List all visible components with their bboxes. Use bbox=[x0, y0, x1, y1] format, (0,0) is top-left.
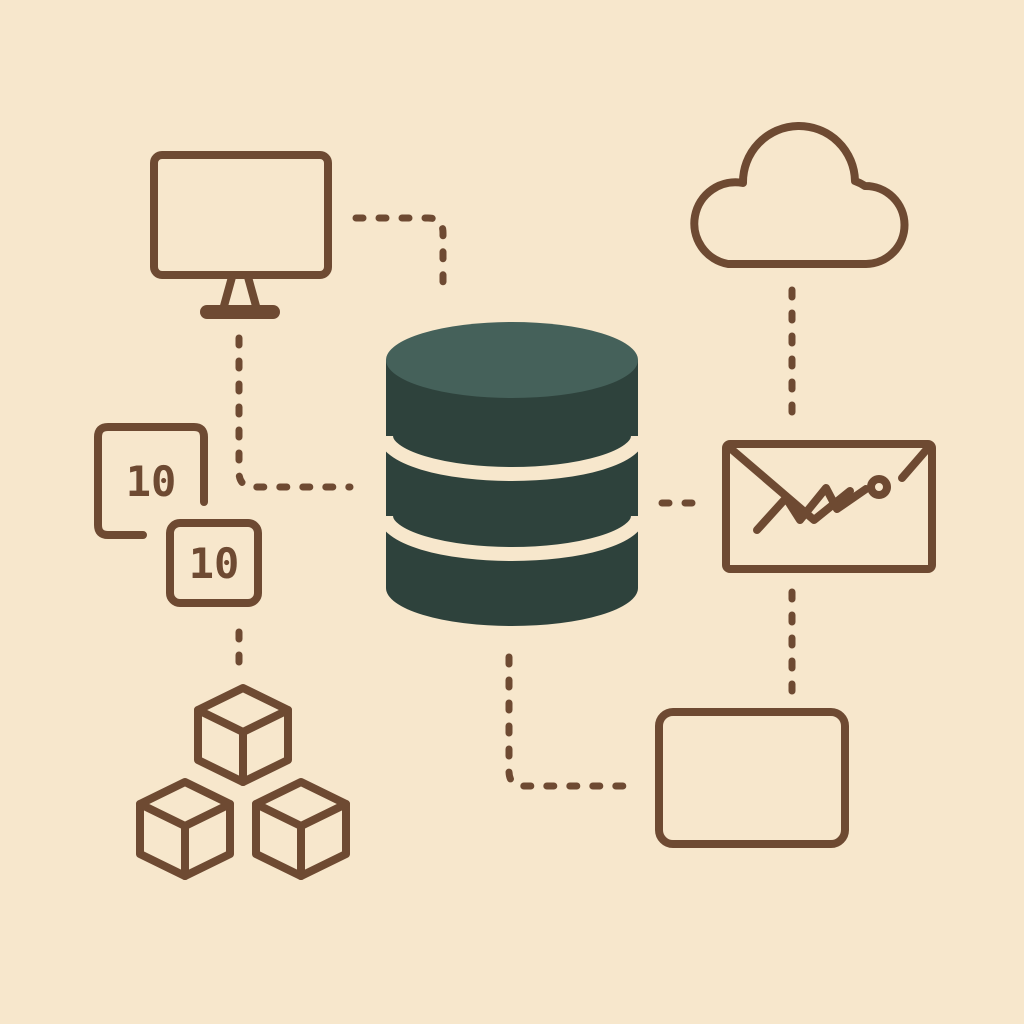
cubes-icon bbox=[136, 684, 350, 880]
connector-monitor-badges bbox=[235, 334, 354, 491]
cube-top bbox=[194, 684, 292, 786]
monitor-icon bbox=[150, 151, 332, 319]
cube-left bbox=[136, 778, 234, 880]
connectors bbox=[235, 214, 796, 790]
badge-back bbox=[94, 423, 208, 539]
cube-right bbox=[252, 778, 350, 880]
tablet-icon bbox=[655, 708, 849, 848]
binary-badges-icon: 10 10 bbox=[94, 423, 262, 607]
envelope-chart-icon bbox=[722, 440, 936, 573]
cloud-icon bbox=[690, 122, 909, 268]
connector-monitor-database bbox=[352, 214, 447, 300]
database-icon bbox=[379, 322, 645, 626]
badge-front-label: 10 bbox=[189, 539, 240, 588]
badge-back-label: 10 bbox=[126, 457, 177, 506]
connector-database-tablet bbox=[505, 653, 638, 790]
